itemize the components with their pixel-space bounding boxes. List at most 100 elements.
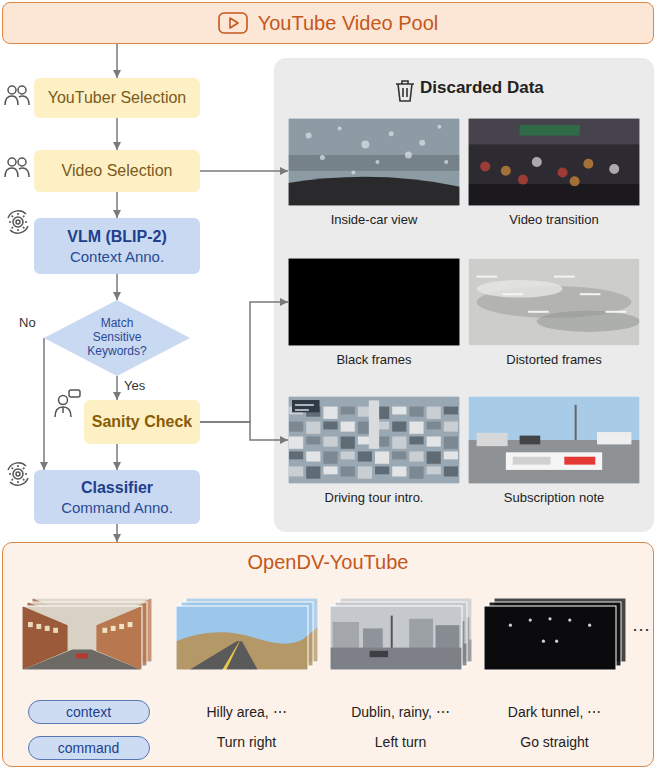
building <box>375 451 389 463</box>
sky <box>22 606 142 670</box>
window <box>102 627 107 632</box>
icon-head <box>18 158 26 166</box>
building <box>289 422 303 432</box>
icon-body <box>19 168 29 177</box>
tunnel-light <box>528 618 531 621</box>
more-mark: ⋯ <box>632 618 650 640</box>
field-pill: context <box>28 700 150 724</box>
building <box>306 422 320 434</box>
discarded-photo <box>288 396 460 484</box>
node-text: Match Sensitive Keywords? <box>77 317 157 358</box>
picture-frame <box>288 258 460 346</box>
raindrop <box>419 140 425 146</box>
icon-body <box>19 96 29 105</box>
model-box: VLM (BLIP-2) Context Anno. <box>34 218 200 274</box>
frame-edge <box>468 118 640 206</box>
gear-teeth <box>9 465 27 483</box>
branch-label: Yes <box>123 378 146 393</box>
building <box>444 451 458 459</box>
building <box>444 466 458 476</box>
discard-sample: Driving tour intro. <box>288 396 460 508</box>
raindrop <box>375 160 379 164</box>
raindrop <box>351 171 355 175</box>
flow-arrow <box>116 118 118 150</box>
frame-edge <box>468 396 640 484</box>
picture-frame <box>330 606 462 670</box>
picture-car <box>288 118 460 206</box>
model-box: ClassifierCommand Anno. <box>34 470 200 524</box>
node-text: YouTuber Selection <box>48 89 186 107</box>
0.7 <box>502 293 523 295</box>
blurred-light <box>518 175 528 185</box>
building <box>409 451 423 461</box>
picture-frame <box>288 396 460 484</box>
building <box>323 422 337 430</box>
raindrop <box>306 133 312 139</box>
building <box>444 422 458 432</box>
dataset-photo <box>484 598 626 670</box>
dataset-band: OpenDV-YouTubecontextcommandHilly area, … <box>2 542 654 767</box>
building <box>289 466 303 476</box>
building <box>409 618 433 650</box>
node-text: command <box>58 740 119 756</box>
process-box: YouTuber Selection <box>34 78 200 118</box>
sky <box>176 606 308 670</box>
flow-arrow <box>200 422 288 440</box>
building <box>444 436 458 448</box>
building <box>444 407 458 415</box>
node-text: Dark tunnel, ⋯ <box>508 704 601 720</box>
gear-icon <box>8 211 28 233</box>
title-row: YouTube Video Pool <box>218 12 439 35</box>
dataset-photo <box>176 598 318 670</box>
picture-hilly <box>176 606 308 670</box>
flow-arrow <box>116 524 118 542</box>
gear-ring <box>13 217 23 227</box>
building <box>427 407 441 419</box>
raindrop <box>338 127 342 131</box>
image-caption: Video transition <box>509 212 598 227</box>
discard-sample: Black frames <box>288 258 460 370</box>
source-band: YouTube Video Pool <box>2 2 654 44</box>
picture-tour <box>288 396 460 484</box>
discarded-photo <box>468 396 640 484</box>
discard-sample: Distorted frames <box>468 258 640 370</box>
image-caption: Black frames <box>336 352 411 367</box>
blurred-light <box>480 161 490 171</box>
building <box>392 407 406 415</box>
car <box>76 653 88 658</box>
node-text: VLM (BLIP-2) <box>67 228 167 246</box>
people-icon <box>5 86 29 105</box>
flow-arrow <box>116 192 118 218</box>
building <box>341 451 355 459</box>
gear-ring <box>13 469 23 479</box>
node-text: Context Anno. <box>70 248 164 265</box>
sky <box>330 606 462 670</box>
building <box>332 622 358 651</box>
city-ground <box>288 396 460 484</box>
window <box>127 622 132 627</box>
frame-edge <box>22 606 142 670</box>
building <box>358 451 372 461</box>
discarded-photo <box>468 118 640 206</box>
car <box>477 433 508 446</box>
building <box>306 451 320 461</box>
dataset-sample: Dark tunnel, ⋯ Go straight <box>484 598 626 758</box>
gear-icon <box>8 463 28 485</box>
icon-head <box>8 86 16 94</box>
blurred-road <box>288 155 460 171</box>
decision-diamond: Match Sensitive Keywords? <box>44 300 190 376</box>
frame-edge <box>484 606 616 670</box>
car <box>520 436 541 445</box>
gear-teeth <box>9 213 27 231</box>
node-text: Go straight <box>520 734 588 750</box>
blurred-light <box>532 157 542 167</box>
wet-road <box>330 647 462 669</box>
blur-blob <box>477 280 563 298</box>
people-icon <box>5 158 29 177</box>
window <box>53 627 58 632</box>
icon-head <box>8 158 16 166</box>
building <box>392 466 406 476</box>
cycle-arc <box>8 211 28 233</box>
building <box>289 451 303 459</box>
tunnel-light <box>541 639 544 642</box>
